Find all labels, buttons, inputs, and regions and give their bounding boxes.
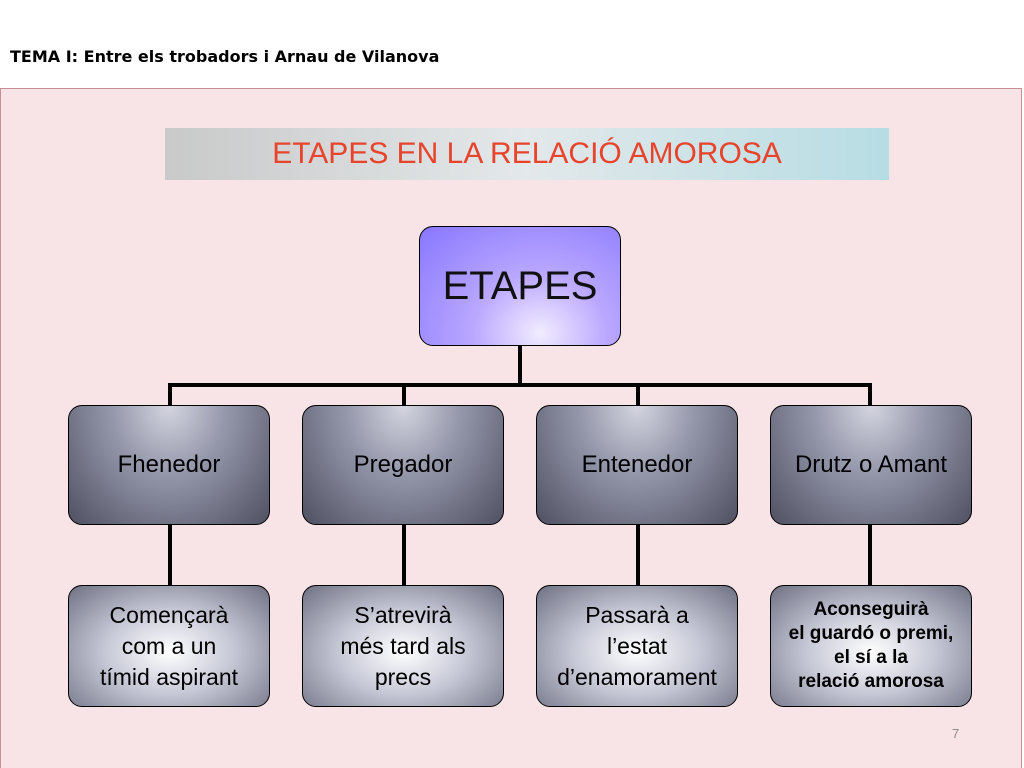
- stage-node-drutz-o-amant: Drutz o Amant: [770, 405, 972, 525]
- stage-description-pregador: S’atrevirà més tard als precs: [302, 585, 504, 707]
- stage-node-pregador: Pregador: [302, 405, 504, 525]
- header-title: TEMA I: Entre els trobadors i Arnau de V…: [10, 47, 440, 66]
- stage-description-entenedor: Passarà a l’estat d’enamorament: [536, 585, 738, 707]
- stage-node-fhenedor: Fhenedor: [68, 405, 270, 525]
- diagram-title: ETAPES EN LA RELACIÓ AMOROSA: [165, 128, 889, 180]
- stage-description-fhenedor: Començarà com a un tímid aspirant: [68, 585, 270, 707]
- root-node: ETAPES: [419, 226, 621, 346]
- stage-node-entenedor: Entenedor: [536, 405, 738, 525]
- page-number: 7: [952, 726, 960, 741]
- slide-header: TEMA I: Entre els trobadors i Arnau de V…: [0, 0, 1024, 88]
- stage-description-drutz-o-amant: Aconseguirà el guardó o premi, el sí a l…: [770, 585, 972, 707]
